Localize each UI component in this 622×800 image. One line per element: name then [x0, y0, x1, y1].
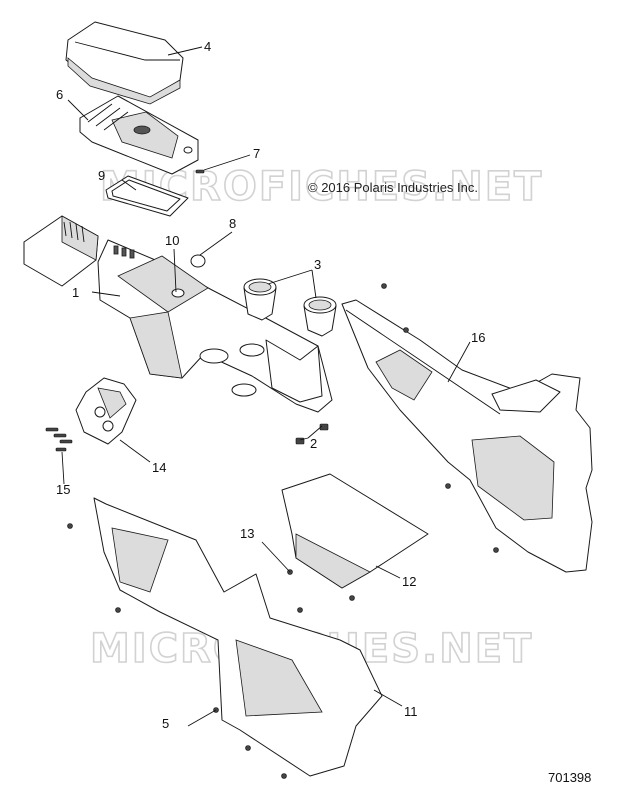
callout-6: 6	[56, 87, 63, 102]
callout-12: 12	[402, 574, 416, 589]
callout-3: 3	[314, 257, 321, 272]
part-6-lid-tray	[79, 95, 199, 175]
part-14-bracket	[75, 377, 137, 445]
part-9-seal	[105, 175, 189, 217]
part-2-fasteners	[295, 423, 329, 445]
callout-1: 1	[72, 285, 79, 300]
callout-9: 9	[98, 168, 105, 183]
callout-16: 16	[471, 330, 485, 345]
part-8-clip	[190, 254, 206, 268]
part-1-center-console	[97, 239, 333, 413]
part-15-screws	[45, 427, 73, 452]
part-3-cup-holder-right	[303, 296, 337, 337]
diagram-id: 701398	[548, 770, 591, 785]
callout-4: 4	[204, 39, 211, 54]
callout-5: 5	[162, 716, 169, 731]
leader-lines	[61, 46, 471, 727]
part-12-floor-plate	[281, 473, 429, 589]
part-16-right-panel	[341, 283, 593, 573]
part-3-cup-holder-left	[243, 278, 277, 321]
copyright-notice: © 2016 Polaris Industries Inc.	[308, 180, 478, 195]
callout-10: 10	[165, 233, 179, 248]
callout-11: 11	[404, 704, 418, 719]
callout-8: 8	[229, 216, 236, 231]
callout-15: 15	[56, 482, 70, 497]
part-7-screw	[195, 169, 205, 174]
storage-bin	[23, 215, 99, 287]
callout-2: 2	[310, 436, 317, 451]
callout-7: 7	[253, 146, 260, 161]
part-11-left-panel	[67, 497, 383, 779]
part-4-lid-cover	[65, 21, 184, 105]
callout-14: 14	[152, 460, 166, 475]
callout-13: 13	[240, 526, 254, 541]
